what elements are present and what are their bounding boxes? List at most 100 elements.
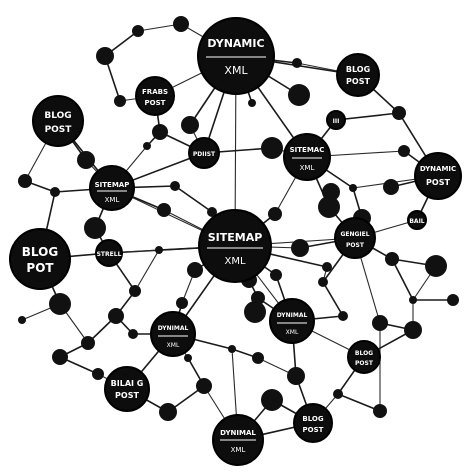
network-dot xyxy=(173,16,189,32)
node-blog-top-right[interactable]: BLOG POST xyxy=(336,53,380,97)
node-dynimal-bottom-title: DYNIMAL xyxy=(220,429,256,437)
network-dot xyxy=(244,301,266,323)
node-dynimal-xml-title: DYNIMAL xyxy=(277,312,308,319)
network-dot xyxy=(333,389,343,399)
node-pdiist[interactable]: PDIIST xyxy=(188,137,220,169)
node-blog-post-br-title: BLOG xyxy=(355,350,373,357)
node-dynimal-mid-title: DYNIMAL xyxy=(158,325,189,332)
node-blog-post-br[interactable]: BLOG POST xyxy=(347,340,381,374)
network-dot xyxy=(398,145,410,157)
network-dot xyxy=(50,187,60,197)
node-bail[interactable]: BAIL xyxy=(407,210,427,230)
node-frabs-post[interactable]: FRABS POST xyxy=(135,76,175,116)
network-dot xyxy=(96,47,114,65)
network-dot xyxy=(288,84,310,106)
node-blog-left[interactable]: BLOG POST xyxy=(32,95,84,147)
node-sitemac[interactable]: SITEMAC XML xyxy=(283,133,331,181)
network-dot xyxy=(129,285,141,297)
node-blog-pot[interactable]: BLOG POT xyxy=(9,228,71,290)
node-blog-top-right-subtitle: POST xyxy=(346,77,370,86)
node-dynamic-top-title: DYNAMIC xyxy=(207,37,264,50)
node-blog-left-subtitle: POST xyxy=(45,125,73,135)
node-dynimal-xml[interactable]: DYNIMAL XML xyxy=(269,298,315,344)
network-dot xyxy=(349,184,357,192)
node-dynamic-right[interactable]: DYNAMIC POST xyxy=(414,152,462,200)
network-dot xyxy=(318,277,328,287)
network-dot xyxy=(81,336,95,350)
network-dot xyxy=(207,207,217,217)
network-edge xyxy=(391,258,414,301)
network-edge xyxy=(174,185,213,213)
node-strell[interactable]: STRELL xyxy=(95,239,123,267)
node-strell-title: STRELL xyxy=(97,251,122,258)
network-dot xyxy=(92,368,104,380)
network-dot xyxy=(383,179,399,195)
network-dot xyxy=(292,58,302,68)
node-blog-top-right-title: BLOG xyxy=(346,65,370,74)
node-sitemap-center-subtitle: XML xyxy=(224,256,245,267)
network-dot xyxy=(108,308,124,324)
node-dynamic-top[interactable]: DYNAMIC XML xyxy=(197,17,275,95)
node-dynimal-bottom[interactable]: DYNIMAL XML xyxy=(212,414,264,466)
node-gengiel-post-subtitle: POST xyxy=(346,242,365,249)
network-dot xyxy=(372,315,388,331)
node-frabs-post-subtitle: POST xyxy=(145,99,166,107)
node-mark-tr[interactable]: III xyxy=(326,110,346,130)
node-gengiel-post-title: GENGIEL xyxy=(340,231,369,238)
node-blog-pot-title: BLOG xyxy=(22,245,58,259)
network-edge xyxy=(335,112,400,121)
node-sitemap-center[interactable]: SITEMAP XML xyxy=(198,209,272,283)
network-edge xyxy=(337,393,381,412)
network-dot xyxy=(159,403,177,421)
network-dot xyxy=(287,367,305,385)
node-gengiel-post[interactable]: GENGIEL POST xyxy=(334,217,376,259)
node-dynamic-right-subtitle: POST xyxy=(426,178,450,187)
network-edge xyxy=(134,249,160,292)
node-dynimal-xml-subtitle: XML xyxy=(286,329,299,336)
network-dot xyxy=(270,269,282,281)
node-dynimal-mid-subtitle: XML xyxy=(167,342,180,349)
network-dot xyxy=(228,345,236,353)
node-dynamic-top-subtitle: XML xyxy=(224,64,248,77)
node-mark-tr-title: III xyxy=(333,118,340,125)
network-dot xyxy=(49,293,71,315)
node-bilai-g-title: BILAI G xyxy=(111,379,144,388)
network-dot xyxy=(184,354,192,362)
node-bilai-g[interactable]: BILAI G POST xyxy=(104,366,150,412)
network-dot xyxy=(385,252,399,266)
node-dynimal-bottom-subtitle: XML xyxy=(231,446,246,454)
network-dot xyxy=(181,116,199,134)
node-pdiist-title: PDIIST xyxy=(193,151,216,158)
node-blog-left-title: BLOG xyxy=(44,111,71,121)
network-dot xyxy=(170,181,180,191)
network-dot xyxy=(157,203,171,217)
network-dot xyxy=(392,106,406,120)
network-dot xyxy=(425,255,447,277)
node-sitemap-left[interactable]: SITEMAP XML xyxy=(89,165,135,211)
network-dot xyxy=(18,174,32,188)
network-dot xyxy=(152,124,168,140)
network-dot xyxy=(268,207,282,221)
node-bilai-g-subtitle: POST xyxy=(115,391,139,400)
network-dot xyxy=(52,349,68,365)
network-dot xyxy=(261,389,283,411)
network-dot xyxy=(155,246,163,254)
node-dynimal-mid[interactable]: DYNIMAL XML xyxy=(150,311,196,357)
node-sitemap-left-subtitle: XML xyxy=(105,196,120,204)
network-dot xyxy=(187,262,203,278)
node-dynamic-right-title: DYNAMIC xyxy=(420,165,456,173)
network-dot xyxy=(322,262,332,272)
network-dot xyxy=(176,297,188,309)
network-dot xyxy=(252,352,264,364)
network-dot xyxy=(114,95,126,107)
network-dot xyxy=(338,311,348,321)
node-frabs-post-title: FRABS xyxy=(142,88,168,96)
network-dot xyxy=(404,321,422,339)
network-dot xyxy=(18,316,26,324)
node-sitemac-title: SITEMAC xyxy=(290,146,325,154)
network-dot xyxy=(143,142,151,150)
node-blog-post-br-subtitle: POST xyxy=(355,360,374,367)
node-blog-bottom[interactable]: BLOG POST xyxy=(293,403,333,443)
